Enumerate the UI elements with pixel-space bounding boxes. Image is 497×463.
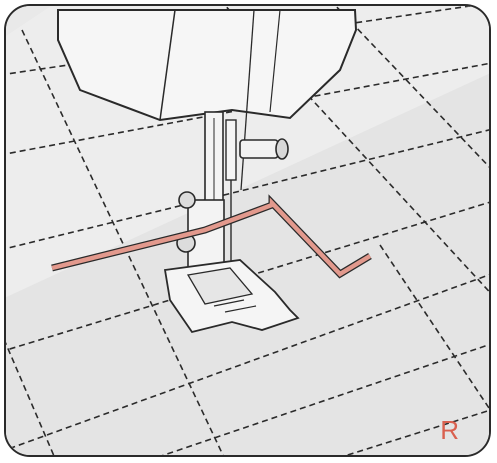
presser-foot-slot [224,305,257,313]
stitch-cross-row [224,6,489,293]
stitch-cross-row [334,6,489,168]
machine-edge [159,9,176,121]
quilting-guide-icon [51,197,372,277]
presser-foot-top [186,267,254,305]
presser-foot-slot [213,299,245,307]
corner-label: R [440,415,459,445]
machine-edge [269,9,281,113]
sewing-illustration [6,6,489,455]
fabric-panel-bottom [6,73,489,455]
thread [240,9,255,191]
stitch-row [6,129,489,250]
needle-clamp [225,119,237,181]
shank-screw-top [178,191,196,209]
machine-head [57,9,358,122]
illustration-panel: R [4,4,491,457]
side-screw-head [275,138,289,160]
stitch-row [6,274,489,451]
stitch-cross-rows [6,6,489,455]
stitch-cross-row [379,244,489,410]
stitch-row [161,343,489,455]
stitch-row [6,201,489,352]
stitch-row [344,409,489,455]
side-screw [239,139,279,159]
stitch-cross-row [6,341,55,455]
